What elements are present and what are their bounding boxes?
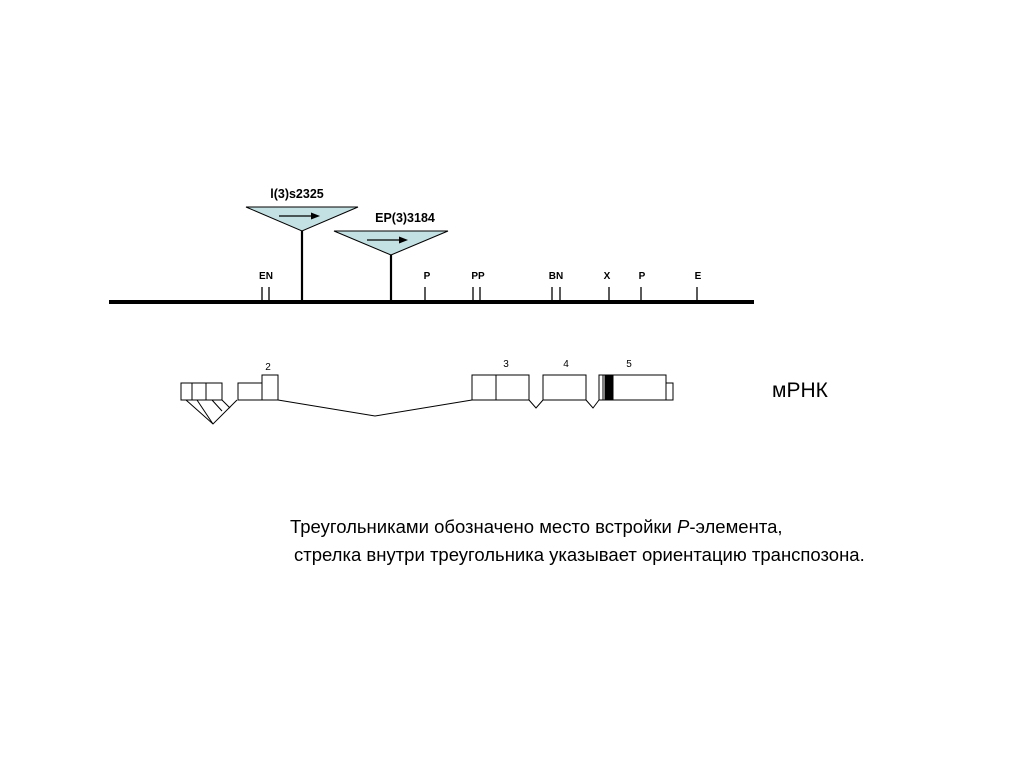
exon-label-5: 5 <box>626 359 632 370</box>
figure-caption: Треугольниками обозначено место встройки… <box>290 513 865 569</box>
caption-text: Треугольниками обозначено место встройки <box>290 516 677 537</box>
mrna-structure <box>180 374 674 425</box>
mrna-label: мРНК <box>772 379 829 402</box>
exon-label-4: 4 <box>563 359 569 370</box>
insertion-marker-1: l(3)s2325 <box>245 187 359 302</box>
insertion-triangle-2 <box>333 230 449 256</box>
orientation-arrow-icon <box>399 236 408 244</box>
exon-3a <box>471 374 497 401</box>
intron-2 <box>528 399 544 409</box>
caption-line-1: Треугольниками обозначено место встройки… <box>290 513 865 541</box>
restriction-site-ticks <box>261 287 698 302</box>
exon-2 <box>261 374 279 401</box>
intron-1 <box>277 399 473 417</box>
insertion-marker-2: EP(3)3184 <box>333 211 449 302</box>
site-label-e: E <box>695 271 702 282</box>
site-label-en: EN <box>259 271 273 282</box>
exon-3 <box>495 374 530 401</box>
insertion-label-2: EP(3)3184 <box>375 211 435 225</box>
exon-4 <box>542 374 587 401</box>
site-label-pp: PP <box>471 271 485 282</box>
exon-2a <box>237 382 263 401</box>
exon-label-3: 3 <box>503 359 509 370</box>
exon-5-marker <box>604 374 614 401</box>
intron-3 <box>585 399 600 409</box>
exon-5-utr <box>665 382 674 401</box>
exon-1a <box>180 382 193 401</box>
insertion-label-1: l(3)s2325 <box>270 187 324 201</box>
site-label-x: X <box>604 271 611 282</box>
caption-line-2: стрелка внутри треугольника указывает ор… <box>294 544 865 565</box>
exon-label-2: 2 <box>265 362 271 373</box>
exon-1b <box>191 382 207 401</box>
exon-1c <box>205 382 223 401</box>
site-label-p2: P <box>639 271 646 282</box>
site-label-bn: BN <box>549 271 563 282</box>
site-label-p: P <box>424 271 431 282</box>
orientation-arrow-icon <box>311 212 320 220</box>
caption-italic-p: P <box>676 516 690 537</box>
caption-text: -элемента, <box>689 516 783 537</box>
insertion-triangle-1 <box>245 206 359 232</box>
